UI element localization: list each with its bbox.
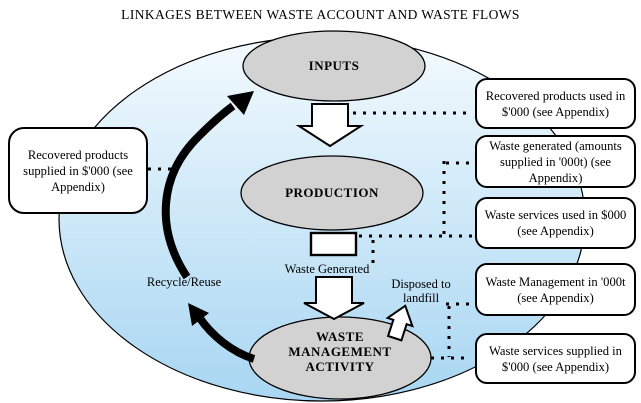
node-production-label: PRODUCTION: [285, 185, 379, 200]
disposed-to-landfill-label: Disposed to landfill: [391, 277, 451, 305]
dotted-connectors: [148, 111, 472, 360]
landfill-arrow-icon: [385, 304, 414, 342]
callout-recovered-supplied-text: Recovered products supplied in $'000 (se…: [23, 147, 133, 194]
callout-waste-services-supplied: Waste services supplied in $'000 (see Ap…: [475, 333, 636, 384]
waste-generated-label: Waste Generated: [284, 262, 370, 276]
recycle-reuse-label: Recycle/Reuse: [146, 275, 222, 289]
diagram-title: LINKAGES BETWEEN WASTE ACCOUNT AND WASTE…: [121, 7, 520, 22]
inputs-oval: [242, 30, 426, 102]
down-arrow-icon: [295, 103, 365, 148]
callout-text: Waste services used in $000 (see Appendi…: [484, 208, 627, 238]
callout-text: Waste generated (amounts supplied in '00…: [489, 138, 622, 185]
callout-recovered-used: Recovered products used in $'000 (see Ap…: [475, 78, 636, 129]
callout-text: Waste Management in '000t (see Appendix): [485, 274, 626, 305]
flow-rect: [309, 231, 358, 257]
callout-waste-services-used: Waste services used in $000 (see Appendi…: [475, 197, 636, 249]
callout-waste-management: Waste Management in '000t (see Appendix): [475, 263, 636, 316]
down-arrow-icon: [303, 276, 365, 321]
production-oval: [240, 155, 424, 231]
callout-text: Recovered products used in $'000 (see Ap…: [485, 88, 626, 119]
callout-waste-generated: Waste generated (amounts supplied in '00…: [475, 135, 636, 188]
recycle-reuse-arrow-icon: [161, 91, 256, 363]
node-inputs-label: INPUTS: [308, 58, 360, 73]
node-waste-management-label: WASTE MANAGEMENT ACTIVITY: [288, 329, 392, 374]
callout-text: Waste services supplied in $'000 (see Ap…: [489, 343, 622, 374]
callout-recovered-supplied: Recovered products supplied in $'000 (se…: [8, 127, 148, 214]
